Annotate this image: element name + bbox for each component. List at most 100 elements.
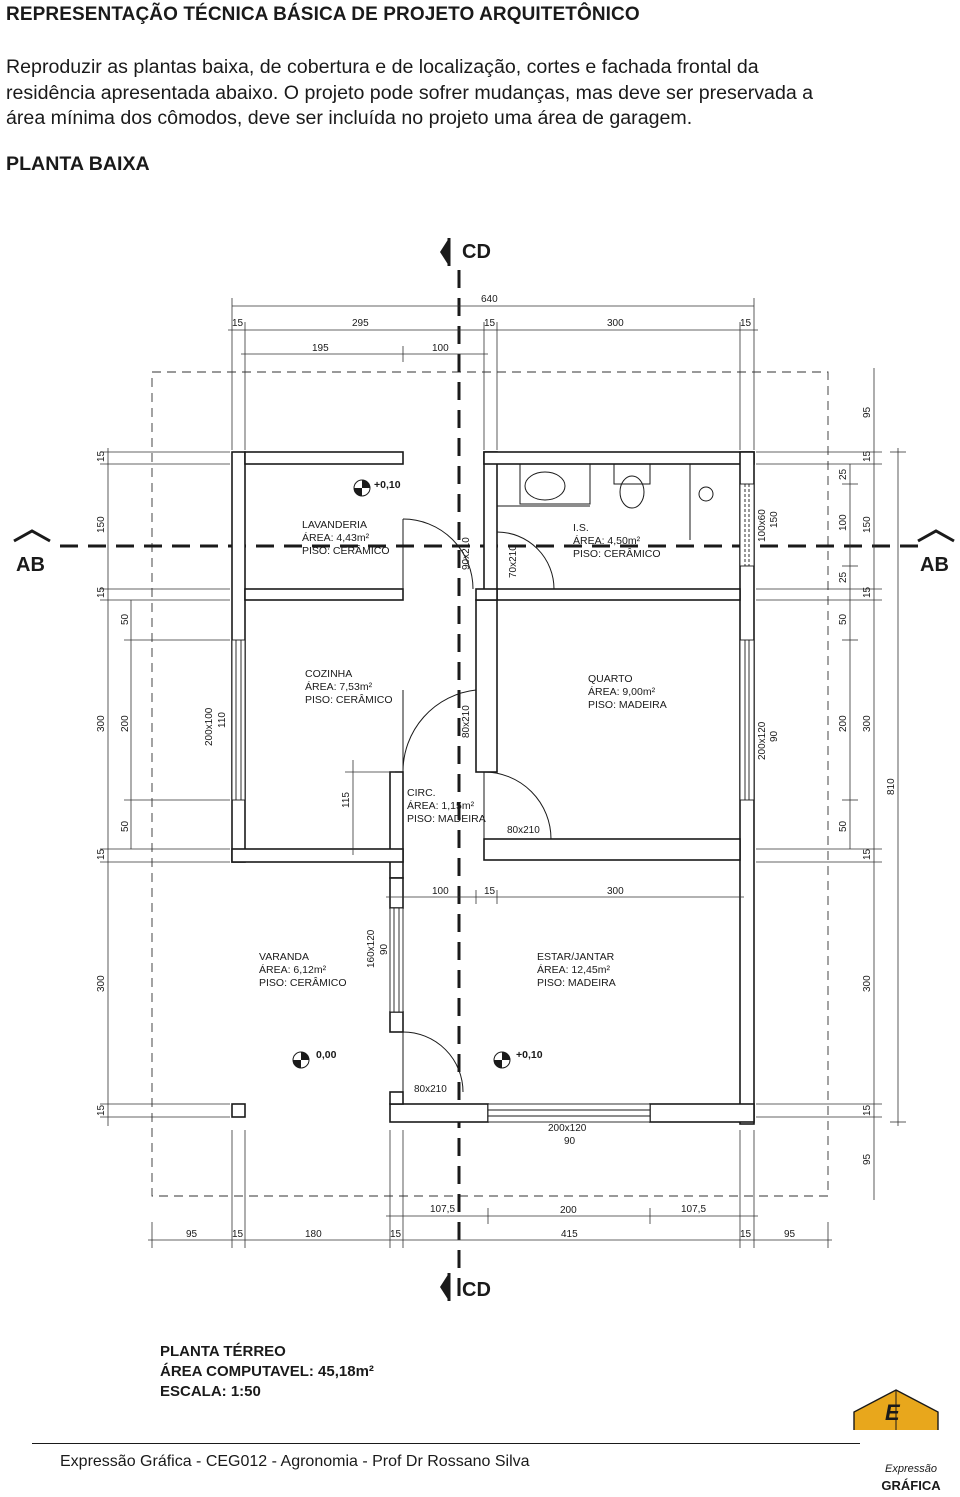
wall-sala-bottom-right (649, 1103, 755, 1123)
cut-label-ab-left: AB (16, 554, 45, 576)
plan-caption-title: PLANTA TÉRREO (160, 1343, 286, 1360)
logo-caption-line1: Expressão (885, 1463, 937, 1475)
room-label-quarto: QUARTO ÁREA: 9,00m² PISO: MADEIRA (588, 673, 667, 711)
svg-text:50: 50 (838, 613, 849, 625)
wall-lav-coz (244, 588, 404, 601)
svg-text:50: 50 (838, 820, 849, 832)
door-label-entrada: 80x210 (414, 1084, 447, 1095)
svg-text:15: 15 (862, 450, 873, 462)
dim-left-window-chain: 50 200 50 (120, 600, 230, 849)
window-varanda (389, 907, 404, 1013)
level-marker-varanda: 0,00 (292, 1049, 337, 1069)
svg-text:I.S.: I.S. (573, 522, 589, 534)
shower-fixture (689, 464, 714, 540)
wall-sala-left-upper (389, 877, 404, 909)
plan-caption-scale: ESCALA: 1:50 (160, 1383, 261, 1400)
svg-text:ÁREA: 7,53m²: ÁREA: 7,53m² (305, 680, 373, 693)
cut-label-cd-top: CD (462, 241, 491, 263)
svg-text:415: 415 (561, 1229, 578, 1240)
svg-text:PISO: CERÂMICO: PISO: CERÂMICO (259, 976, 347, 989)
svg-text:COZINHA: COZINHA (305, 668, 352, 680)
svg-text:QUARTO: QUARTO (588, 673, 633, 685)
svg-text:LAVANDERIA: LAVANDERIA (302, 519, 367, 531)
dim-right-inner: 25 100 25 50 200 50 (838, 464, 858, 849)
footer-divider (32, 1443, 860, 1444)
cut-label-cd-bottom: CD (462, 1279, 491, 1301)
wall-central-upper (483, 451, 498, 591)
svg-text:15: 15 (232, 1229, 244, 1240)
wall-top-is (483, 451, 755, 465)
svg-text:50: 50 (120, 820, 131, 832)
svg-text:640: 640 (481, 294, 498, 305)
door-entrada (402, 1031, 464, 1093)
svg-text:107,5: 107,5 (681, 1204, 706, 1215)
svg-text:ÁREA: 4,50m²: ÁREA: 4,50m² (573, 534, 641, 547)
level-marker-sala: +0,10 (493, 1049, 543, 1069)
window-sill-estar: 90 (564, 1136, 576, 1147)
window-cozinha (231, 639, 246, 801)
svg-text:810: 810 (886, 778, 897, 795)
svg-text:95: 95 (862, 1153, 873, 1165)
svg-text:95: 95 (186, 1229, 198, 1240)
door-cozinha (402, 689, 477, 773)
wall-entry-jamb (389, 1091, 404, 1105)
svg-text:50: 50 (120, 613, 131, 625)
svg-text:PISO: CERÂMICO: PISO: CERÂMICO (302, 544, 390, 557)
svg-text:200: 200 (838, 715, 849, 732)
wall-sala-bottom-left (389, 1103, 489, 1123)
varanda-column (231, 1103, 246, 1118)
window-sill-cozinha: 110 (217, 712, 228, 728)
svg-text:100: 100 (432, 886, 449, 897)
wall-top-lavanderia (244, 451, 404, 465)
room-label-circ: CIRC. ÁREA: 1,15m² PISO: MADEIRA (407, 787, 486, 825)
window-sill-varanda: 90 (379, 943, 390, 955)
logo-caption: Expressão (876, 1463, 946, 1475)
svg-text:PISO: MADEIRA: PISO: MADEIRA (407, 813, 486, 825)
room-label-is: I.S. ÁREA: 4,50m² PISO: CERÂMICO (573, 522, 661, 560)
svg-text:300: 300 (862, 975, 873, 992)
svg-text:200: 200 (560, 1205, 577, 1216)
intro-line: residência apresentada abaixo. O projeto… (6, 81, 814, 104)
window-label-quarto: 200x120 (757, 721, 768, 760)
svg-text:15: 15 (484, 318, 496, 329)
dim-top-sub: 195 100 (241, 343, 488, 362)
cut-label-ab-right: AB (920, 554, 949, 576)
svg-text:ÁREA: 6,12m²: ÁREA: 6,12m² (259, 963, 327, 976)
level-label: 0,00 (316, 1049, 337, 1061)
svg-text:PISO: MADEIRA: PISO: MADEIRA (588, 699, 667, 711)
door-lavanderia (402, 518, 474, 590)
svg-text:ÁREA: 9,00m²: ÁREA: 9,00m² (588, 685, 656, 698)
room-label-lavanderia: LAVANDERIA ÁREA: 4,43m² PISO: CERÂMICO (302, 519, 390, 557)
svg-text:300: 300 (607, 318, 624, 329)
svg-text:15: 15 (96, 450, 107, 462)
level-label: +0,10 (374, 479, 401, 491)
svg-text:150: 150 (96, 516, 107, 533)
dim-passage: 115 (341, 760, 395, 855)
svg-text:100: 100 (432, 343, 449, 354)
svg-text:15: 15 (740, 1229, 752, 1240)
svg-text:15: 15 (740, 318, 752, 329)
wall-central-pillar (475, 588, 498, 601)
svg-text:PISO: CERÂMICO: PISO: CERÂMICO (305, 693, 393, 706)
svg-text:115: 115 (341, 792, 352, 808)
dim-right-overall: 810 (886, 448, 906, 1126)
cut-marker-cd-bottom (440, 1273, 449, 1301)
svg-text:300: 300 (607, 886, 624, 897)
dim-top-overall: 640 (231, 294, 755, 450)
svg-text:195: 195 (312, 343, 329, 354)
svg-text:CIRC.: CIRC. (407, 787, 436, 799)
svg-text:E: E (885, 1400, 901, 1425)
svg-text:ÁREA: 1,15m²: ÁREA: 1,15m² (407, 799, 475, 812)
window-estar (487, 1103, 651, 1123)
toilet-fixture (613, 463, 651, 509)
section-heading: PLANTA BAIXA (6, 153, 150, 175)
svg-text:15: 15 (96, 586, 107, 598)
window-label-cozinha: 200x100 (204, 707, 215, 746)
window-label-is: 100x60 (757, 509, 768, 542)
svg-text:95: 95 (784, 1229, 796, 1240)
door-quarto (483, 771, 552, 840)
svg-text:ESTAR/JANTAR: ESTAR/JANTAR (537, 951, 615, 963)
footer-credit: Expressão Gráfica - CEG012 - Agronomia -… (60, 1453, 530, 1470)
svg-text:150: 150 (862, 516, 873, 533)
roof-projection-outline (151, 371, 829, 1197)
